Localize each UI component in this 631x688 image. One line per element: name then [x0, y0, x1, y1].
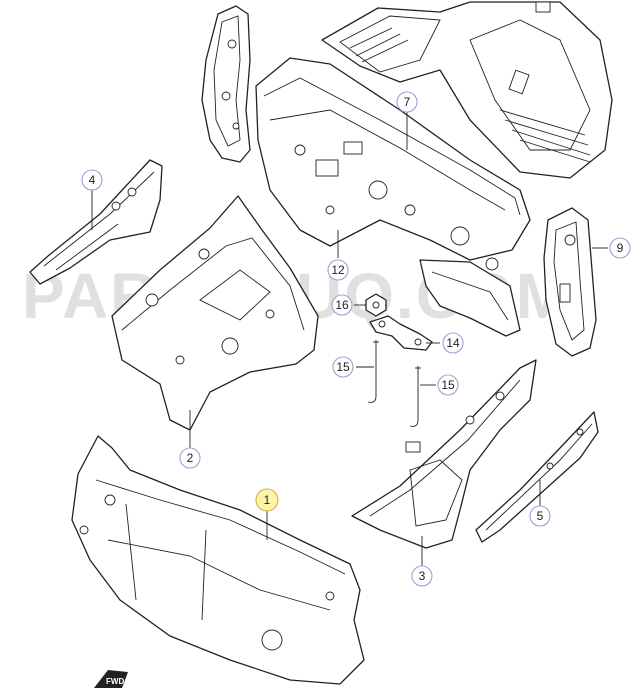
callout-3-label: 3	[419, 569, 426, 583]
callout-4-label: 4	[89, 173, 96, 187]
part-upper-pillar[interactable]	[201, 5, 251, 163]
fwd-arrow-icon: FWD	[94, 670, 128, 688]
callout-9[interactable]: 9	[609, 237, 631, 259]
callout-2[interactable]: 2	[179, 447, 201, 469]
fwd-label: FWD	[106, 677, 124, 686]
part-bolt-15b[interactable]	[409, 366, 421, 427]
callout-12-label: 12	[331, 263, 345, 277]
callout-9-label: 9	[617, 241, 624, 255]
callout-5-label: 5	[537, 509, 544, 523]
callout-1-label: 1	[264, 493, 271, 507]
part-floor-panel[interactable]	[321, 1, 613, 179]
callout-15b[interactable]: 15	[437, 374, 459, 396]
callout-16-label: 16	[335, 298, 349, 312]
part-right-pillar-9[interactable]	[543, 207, 597, 357]
callout-3[interactable]: 3	[411, 565, 433, 587]
part-apron-3[interactable]	[351, 359, 537, 549]
part-nut-16[interactable]	[365, 293, 387, 317]
callout-15a-label: 15	[336, 360, 350, 374]
part-bracket-14[interactable]	[369, 315, 433, 351]
callout-14-label: 14	[446, 336, 460, 350]
callout-7[interactable]: 7	[396, 91, 418, 113]
callout-5[interactable]: 5	[529, 505, 551, 527]
part-rail-5[interactable]	[475, 411, 599, 543]
part-dash-panel[interactable]	[255, 57, 531, 261]
part-bolt-15a[interactable]	[367, 340, 379, 403]
callout-7-label: 7	[404, 95, 411, 109]
callout-16[interactable]: 16	[331, 294, 353, 316]
callout-12[interactable]: 12	[327, 259, 349, 281]
callout-2-label: 2	[187, 451, 194, 465]
callout-15a[interactable]: 15	[332, 356, 354, 378]
leader-lines	[91, 112, 608, 566]
callout-14[interactable]: 14	[442, 332, 464, 354]
callout-15b-label: 15	[441, 378, 455, 392]
part-dash-lower[interactable]	[419, 257, 521, 337]
part-apron-2[interactable]	[111, 195, 319, 431]
callout-4[interactable]: 4	[81, 169, 103, 191]
part-front-panel-1[interactable]	[71, 435, 365, 685]
part-side-member-4[interactable]	[29, 159, 163, 285]
callout-1[interactable]: 1	[255, 488, 279, 512]
